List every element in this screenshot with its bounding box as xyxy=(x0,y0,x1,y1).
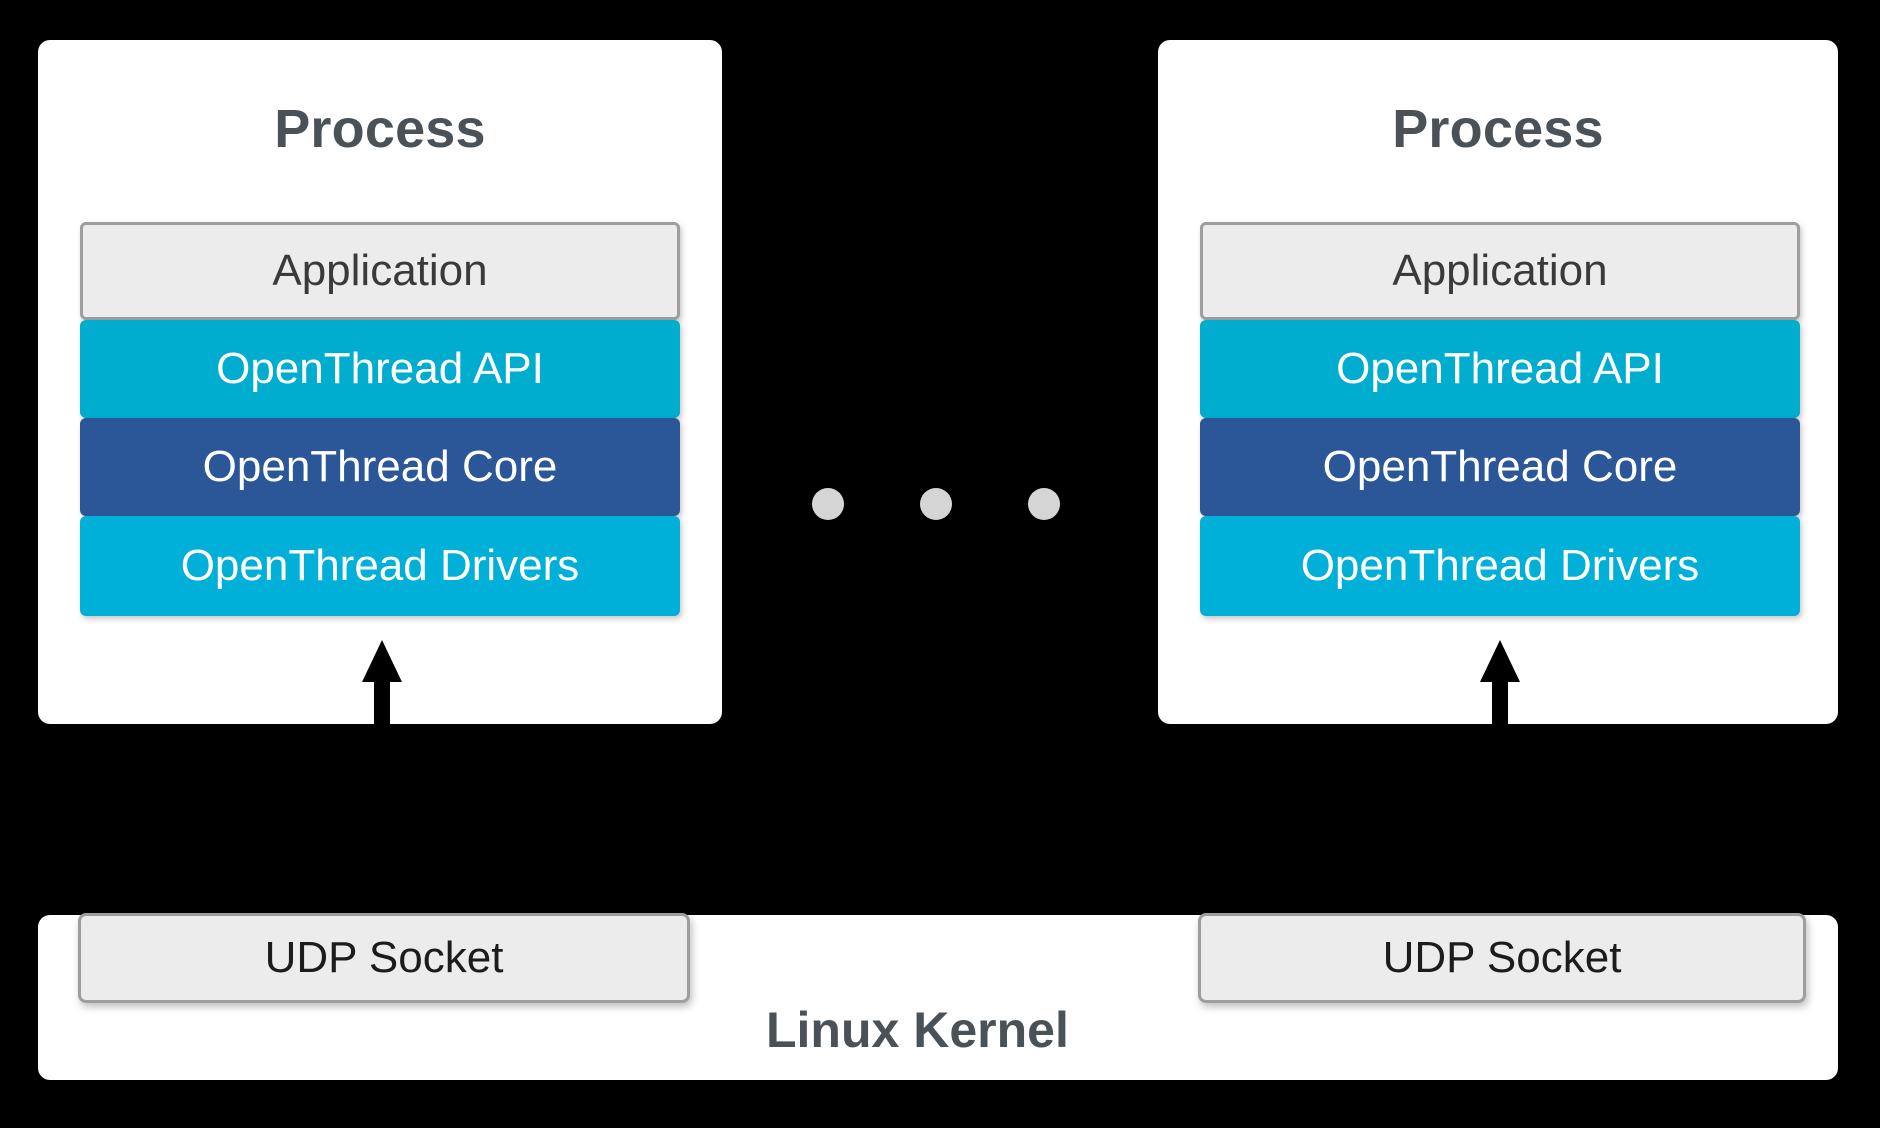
process-panel-left: Process Application OpenThread API OpenT… xyxy=(38,40,722,724)
layer-application-label-right: Application xyxy=(1392,246,1608,295)
layer-application-left[interactable]: Application xyxy=(80,222,680,320)
layer-stack-right: Application OpenThread API OpenThread Co… xyxy=(1200,222,1800,642)
layer-openthread-api-left[interactable]: OpenThread API xyxy=(80,320,680,418)
process-title-left: Process xyxy=(274,99,486,159)
process-panel-right: Process Application OpenThread API OpenT… xyxy=(1158,40,1838,724)
ellipsis-dot-2 xyxy=(920,488,952,520)
layer-openthread-api-label-right: OpenThread API xyxy=(1336,344,1664,393)
ellipsis-dot-1 xyxy=(812,488,844,520)
udp-socket-box-left[interactable]: UDP Socket xyxy=(78,913,690,1003)
arrow-socket-to-drivers-left xyxy=(352,640,412,730)
arrow-socket-to-drivers-right xyxy=(1470,640,1530,730)
layer-openthread-drivers-label-right: OpenThread Drivers xyxy=(1300,541,1700,590)
kernel-title: Linux Kernel xyxy=(766,1002,1069,1058)
udp-socket-label-right: UDP Socket xyxy=(1382,933,1622,982)
ellipsis-dots xyxy=(812,488,1060,520)
layer-openthread-core-left[interactable]: OpenThread Core xyxy=(80,418,680,516)
layer-openthread-drivers-left[interactable]: OpenThread Drivers xyxy=(80,516,680,616)
layer-openthread-drivers-label-left: OpenThread Drivers xyxy=(180,541,580,590)
layer-stack-left: Application OpenThread API OpenThread Co… xyxy=(80,222,680,642)
layer-application-label-left: Application xyxy=(272,246,488,295)
layer-openthread-core-right[interactable]: OpenThread Core xyxy=(1200,418,1800,516)
udp-socket-label-left: UDP Socket xyxy=(264,933,504,982)
layer-openthread-api-label-left: OpenThread API xyxy=(216,344,544,393)
layer-openthread-core-label-right: OpenThread Core xyxy=(1322,442,1678,491)
layer-openthread-core-label-left: OpenThread Core xyxy=(202,442,558,491)
layer-application-right[interactable]: Application xyxy=(1200,222,1800,320)
udp-socket-box-right[interactable]: UDP Socket xyxy=(1198,913,1806,1003)
process-title-right: Process xyxy=(1392,99,1604,159)
layer-openthread-drivers-right[interactable]: OpenThread Drivers xyxy=(1200,516,1800,616)
ellipsis-dot-3 xyxy=(1028,488,1060,520)
layer-openthread-api-right[interactable]: OpenThread API xyxy=(1200,320,1800,418)
